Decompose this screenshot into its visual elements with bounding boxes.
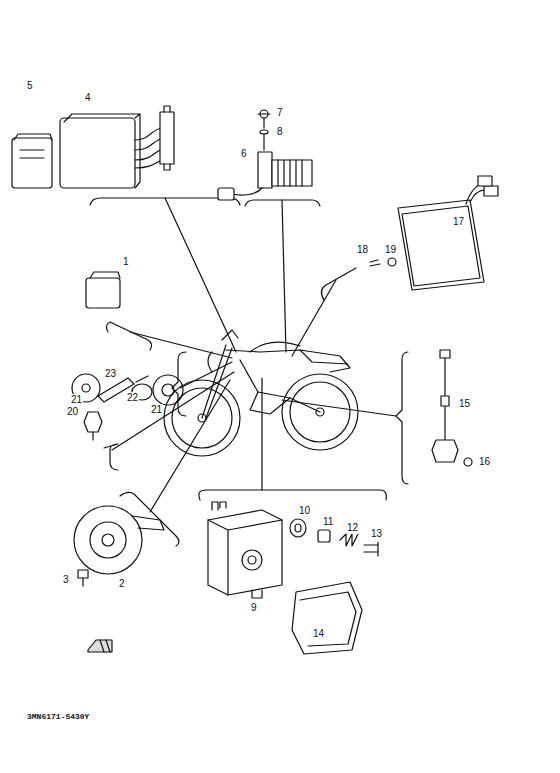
callout-number: 9 — [250, 602, 258, 614]
callout-number: 7 — [276, 107, 284, 119]
callout-number: 2 — [118, 578, 126, 590]
callout-number: 12 — [346, 522, 359, 534]
callout-number: 20 — [66, 406, 79, 418]
callout-number: 23 — [104, 368, 117, 380]
callout-number: 15 — [458, 398, 471, 410]
callout-number: 8 — [276, 126, 284, 138]
callout-number: 11 — [322, 516, 334, 528]
callout-number: 5 — [26, 80, 34, 92]
callout-number: 22 — [126, 392, 139, 404]
callout-number: 4 — [84, 92, 92, 104]
callout-number: 1 — [122, 256, 130, 268]
callout-number: 19 — [384, 244, 397, 256]
callout-number: 10 — [298, 505, 311, 517]
callout-number: 21 — [150, 404, 163, 416]
callout-number: 16 — [478, 456, 491, 468]
callout-number: 18 — [356, 244, 369, 256]
callout-number: 13 — [370, 528, 383, 540]
callout-number: 3 — [62, 574, 70, 586]
catalog-code: 3MN6171-S430Y — [26, 712, 90, 722]
callout-number: 17 — [452, 216, 465, 228]
callout-number: 14 — [312, 628, 325, 640]
callout-number: 21 — [70, 394, 83, 406]
callout-number: 6 — [240, 148, 248, 160]
